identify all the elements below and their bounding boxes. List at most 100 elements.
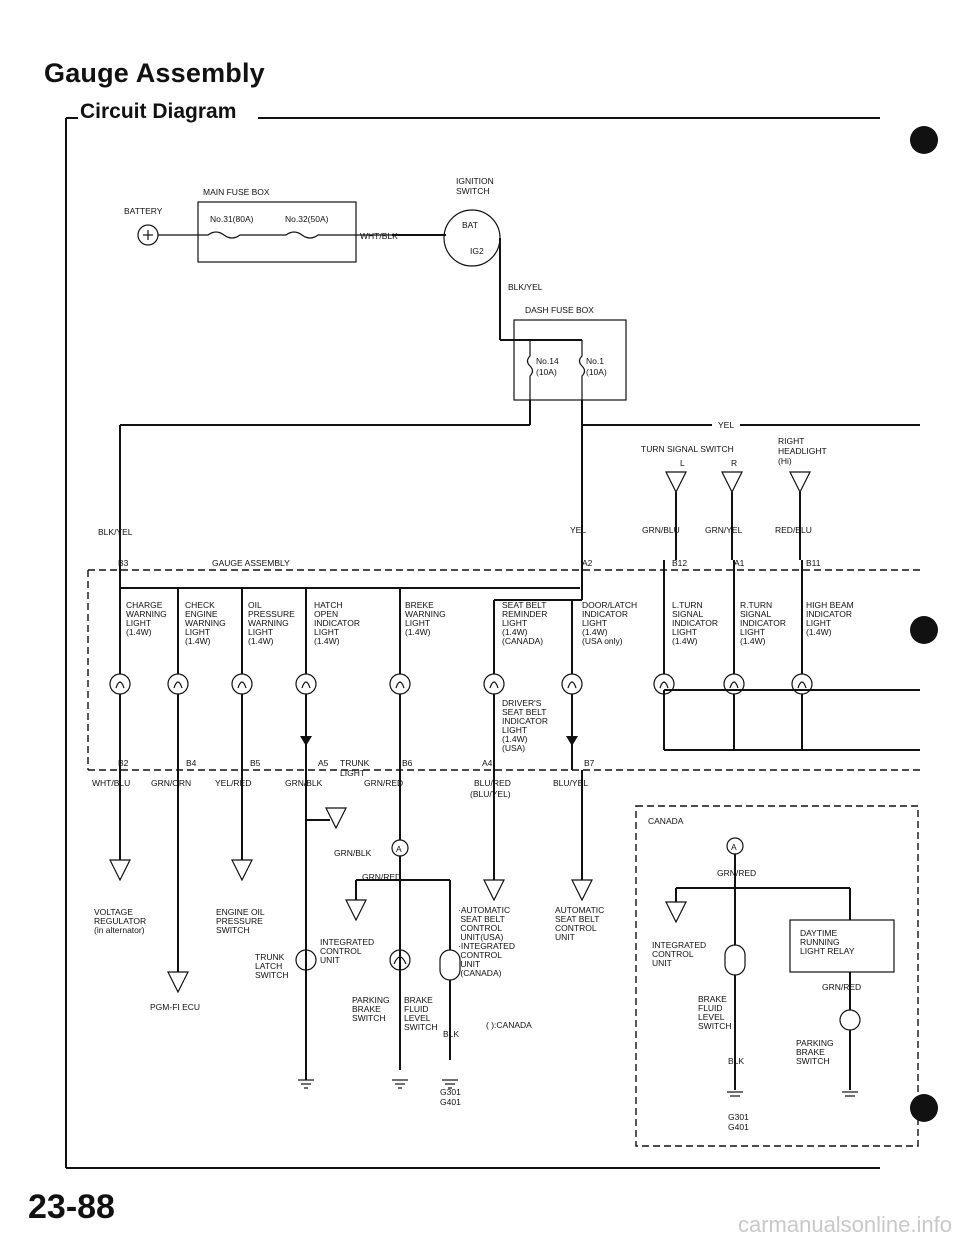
bulb-filament bbox=[659, 681, 669, 689]
triangle-connector bbox=[109, 859, 131, 882]
dash-fuse-box-label: DASH FUSE BOX bbox=[525, 305, 594, 315]
triangle-connector bbox=[167, 971, 189, 994]
pin-label: B3 bbox=[118, 558, 129, 568]
triangle-connector bbox=[345, 899, 367, 922]
bulb-filament bbox=[173, 681, 183, 689]
bulb-icon bbox=[167, 673, 189, 695]
bulb-filament bbox=[797, 681, 807, 689]
turn-l-label: L bbox=[680, 458, 685, 468]
wire-label-wht-blk: WHT/BLK bbox=[360, 231, 398, 241]
wire-label-grn-red: GRN/RED bbox=[364, 778, 403, 788]
pin-label: B7 bbox=[584, 758, 595, 768]
fuse-32-label: No.32(50A) bbox=[285, 214, 329, 224]
wire-label-blk: BLK bbox=[443, 1029, 459, 1039]
pin-label: B12 bbox=[672, 558, 687, 568]
bulb-icon bbox=[295, 673, 317, 695]
switch-contact bbox=[393, 956, 407, 965]
ig2-terminal-label: IG2 bbox=[470, 246, 484, 256]
bulb-filament bbox=[729, 681, 739, 689]
pin-label: B2 bbox=[118, 758, 129, 768]
wire-label-blk-yel-top: BLK/YEL bbox=[508, 282, 543, 292]
fuse-14-label: No.14(10A) bbox=[536, 356, 559, 377]
bulb-filament bbox=[237, 681, 247, 689]
dash-fuse-box bbox=[513, 319, 627, 401]
bulb-icon bbox=[561, 673, 583, 695]
wire-label-yel-red: YEL/RED bbox=[215, 778, 251, 788]
pin-label: A2 bbox=[582, 558, 593, 568]
trunk-latch-switch-icon bbox=[295, 949, 317, 971]
triangle-connector bbox=[325, 807, 347, 830]
battery-label: BATTERY bbox=[124, 206, 163, 216]
pin-label: B6 bbox=[402, 758, 413, 768]
canada-wire-blk: BLK bbox=[728, 1056, 744, 1066]
bulb-icon bbox=[109, 673, 131, 695]
wire-label-yel: YEL bbox=[570, 525, 586, 535]
pgm-fi-ecu-label: PGM-FI ECU bbox=[150, 1002, 200, 1012]
binder-hole bbox=[910, 616, 938, 644]
daytime-relay-box bbox=[789, 919, 895, 973]
fuse-1-element bbox=[578, 340, 586, 400]
connector-a-label: A bbox=[731, 842, 737, 852]
wire-label-grn-orn: GRN/ORN bbox=[151, 778, 191, 788]
wire-label-grn-red-2: GRN/RED bbox=[362, 872, 401, 882]
canada-note: ( ):CANADA bbox=[486, 1020, 532, 1030]
triangle-connector bbox=[665, 901, 687, 924]
wire-label-grn-yel: GRN/YEL bbox=[705, 525, 743, 535]
triangle-connector bbox=[789, 471, 811, 494]
fuse-14-element bbox=[526, 340, 534, 400]
binder-hole bbox=[910, 1094, 938, 1122]
turn-r-label: R bbox=[731, 458, 737, 468]
bulb-filament bbox=[567, 681, 577, 689]
brake-fluid-switch-icon bbox=[439, 949, 461, 981]
diode-icon bbox=[300, 736, 312, 746]
pin-label: B4 bbox=[186, 758, 197, 768]
triangle-connector bbox=[721, 471, 743, 494]
page-number: 23-88 bbox=[28, 1188, 115, 1226]
pin-label: B5 bbox=[250, 758, 261, 768]
wire-label-red-blu: RED/BLU bbox=[775, 525, 812, 535]
wire-label-blk-yel: BLK/YEL bbox=[98, 527, 133, 537]
bulb-filament bbox=[489, 681, 499, 689]
page-title: Gauge Assembly bbox=[44, 58, 265, 88]
canada-box bbox=[635, 805, 919, 1147]
triangle-connector bbox=[665, 471, 687, 494]
bulb-filament bbox=[301, 681, 311, 689]
triangle-connector bbox=[231, 859, 253, 882]
wire-label-wht-blu: WHT/BLU bbox=[92, 778, 130, 788]
